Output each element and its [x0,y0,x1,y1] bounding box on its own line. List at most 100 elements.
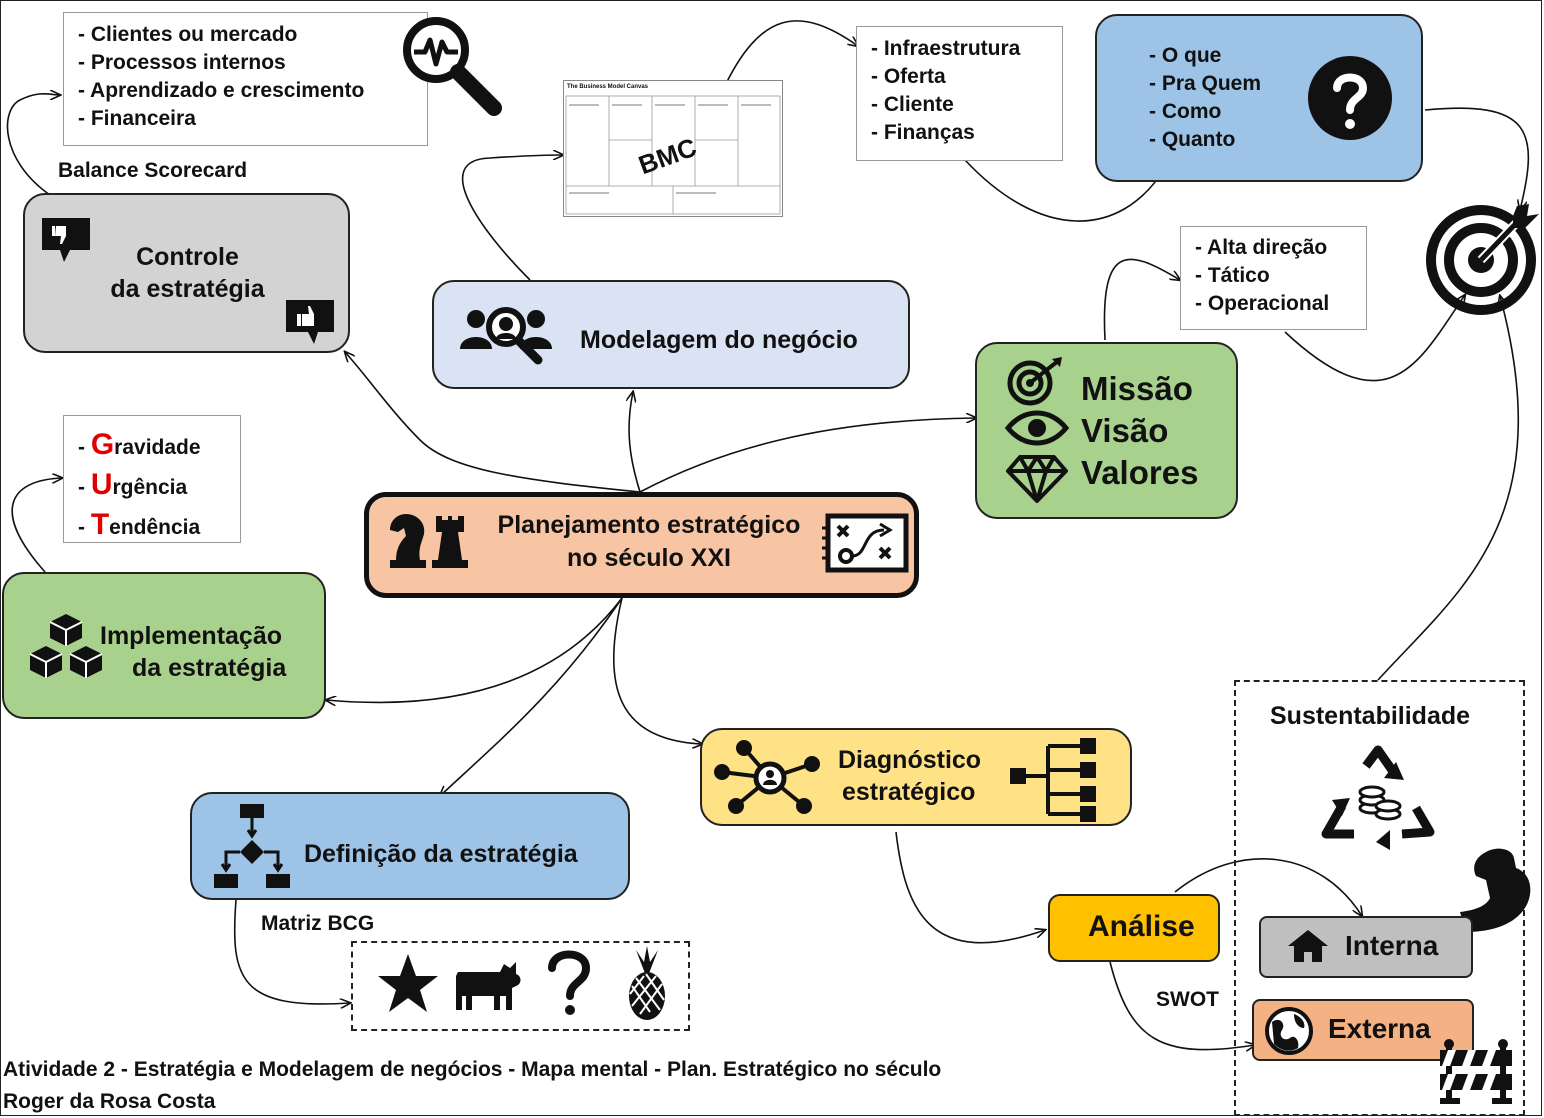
balance-item: - Processos internos [78,51,286,74]
level-item: - Alta direção [1195,236,1328,259]
bullseye-icon [1007,357,1062,406]
bmc-item: - Finanças [871,121,975,144]
level-item: - Tático [1195,264,1270,287]
edge-analise-interna [1174,858,1362,916]
bmc-canvas-grid [565,95,781,215]
star-icon [378,954,438,1012]
cow-icon [456,962,521,1010]
balance-item: - Clientes ou mercado [78,23,298,46]
target-icon [1426,204,1539,315]
gut-initial: G [90,428,115,461]
globe-icon [1265,1007,1313,1055]
gut-initial: U [90,468,113,501]
edge-center-definicao [440,597,623,796]
magnifier-pulse-icon [403,17,502,116]
barrier-icon [1440,1039,1512,1104]
balance-item: - Financeira [78,107,196,130]
bmc-item: - Infraestrutura [871,37,1021,60]
gut-item-tendencia: - Tendência [78,508,201,541]
edge-sustentabilidade-target [1377,296,1520,681]
edge-levels-target [1284,295,1465,382]
recycle-coins-icon [1321,745,1435,850]
balance-scorecard-title: Balance Scorecard [58,159,248,182]
question-icon [548,950,591,1015]
mvv-node[interactable]: Missão Visão Valores [975,342,1238,519]
flowchart-icon [214,804,290,888]
balance-scorecard-card: - Clientes ou mercado - Processos intern… [63,12,428,146]
edge-controle-balance [6,94,60,196]
definicao-label: Definição da estratégia [304,840,578,868]
edge-center-mvv [639,418,976,493]
edge-questions-target [1424,107,1530,210]
center-label-1: Planejamento estratégico [497,511,801,539]
bmc-item: - Cliente [871,93,954,116]
question-circle-icon [1308,56,1392,140]
definicao-node[interactable]: Definição da estratégia [190,792,630,900]
interna-label: Interna [1345,930,1439,961]
hierarchy-icon [1010,738,1096,822]
question-item: - Como [1149,100,1222,123]
pineapple-icon [629,946,665,1020]
question-item: - O que [1149,44,1222,67]
gut-item-urgencia: - Urgência [78,468,188,501]
edge-center-controle [345,352,641,493]
strategy-board-icon [822,513,909,573]
edge-center-modelagem [629,392,641,493]
edge-analise-externa [1109,961,1255,1050]
edge-modelagem-bmc [461,155,563,281]
bmc-list-card: - Infraestrutura - Oferta - Cliente - Fi… [856,26,1063,161]
bcg-title: Matriz BCG [261,912,375,935]
edge-implementacao-gut [11,478,62,573]
modelagem-label: Modelagem do negócio [580,326,858,354]
home-icon [1288,930,1328,962]
analise-node[interactable]: Análise [1048,894,1220,962]
thumbs-down-icon [42,218,90,262]
footer-line-1: Atividade 2 - Estratégia e Modelagem de … [3,1058,942,1081]
diamond-icon [1006,455,1068,503]
eye-icon [1004,410,1070,446]
visao-label: Visão [1081,412,1169,449]
implementacao-label-2: da estratégia [132,654,287,682]
bcg-matrix-box [351,941,690,1031]
muscle-arm-icon [1460,848,1531,932]
bmc-canvas-title: The Business Model Canvas [567,84,649,90]
center-label-2: no século XXI [567,544,731,572]
question-item: - Quanto [1149,128,1236,151]
gut-item-gravidade: - Gravidade [78,428,201,461]
team-search-icon [460,307,552,365]
controle-label-1: Controle [136,243,239,271]
edge-list-questions [964,159,1165,222]
balance-item: - Aprendizado e crescimento [78,79,365,102]
question-item: - Pra Quem [1149,72,1262,95]
missao-label: Missão [1081,370,1193,407]
gut-initial: T [90,508,110,541]
level-item: - Operacional [1195,292,1330,315]
externa-label: Externa [1328,1013,1431,1044]
edge-diagnostico-analise [895,831,1045,944]
cubes-icon [29,614,103,678]
diagnostico-label-2: estratégico [842,778,976,806]
edge-center-implementacao [326,597,623,702]
levels-card: - Alta direção - Tático - Operacional [1180,226,1367,330]
thumbs-up-icon [286,300,334,344]
edge-definicao-bcg [233,899,350,1004]
edge-center-diagnostico [612,597,702,744]
diagnostico-label-1: Diagnóstico [838,746,982,774]
bmc-canvas-thumbnail: The Business Model Canvas BMC [563,80,783,217]
swot-label: SWOT [1156,988,1219,1011]
chess-icon [390,514,468,568]
gut-card: - Gravidade - Urgência - Tendência [63,415,241,543]
footer-line-2: Roger da Rosa Costa [3,1090,216,1113]
network-hub-icon [714,740,820,814]
edge-mvv-levels [1103,258,1180,341]
sustentabilidade-title: Sustentabilidade [1270,702,1471,730]
analise-label: Análise [1088,910,1195,943]
bmc-item: - Oferta [871,65,946,88]
controle-label-2: da estratégia [110,275,265,303]
edge-bmc-list [721,20,858,93]
valores-label: Valores [1081,454,1199,491]
implementacao-node[interactable]: Implementação da estratégia [2,572,326,719]
implementacao-label-1: Implementação [100,622,283,650]
